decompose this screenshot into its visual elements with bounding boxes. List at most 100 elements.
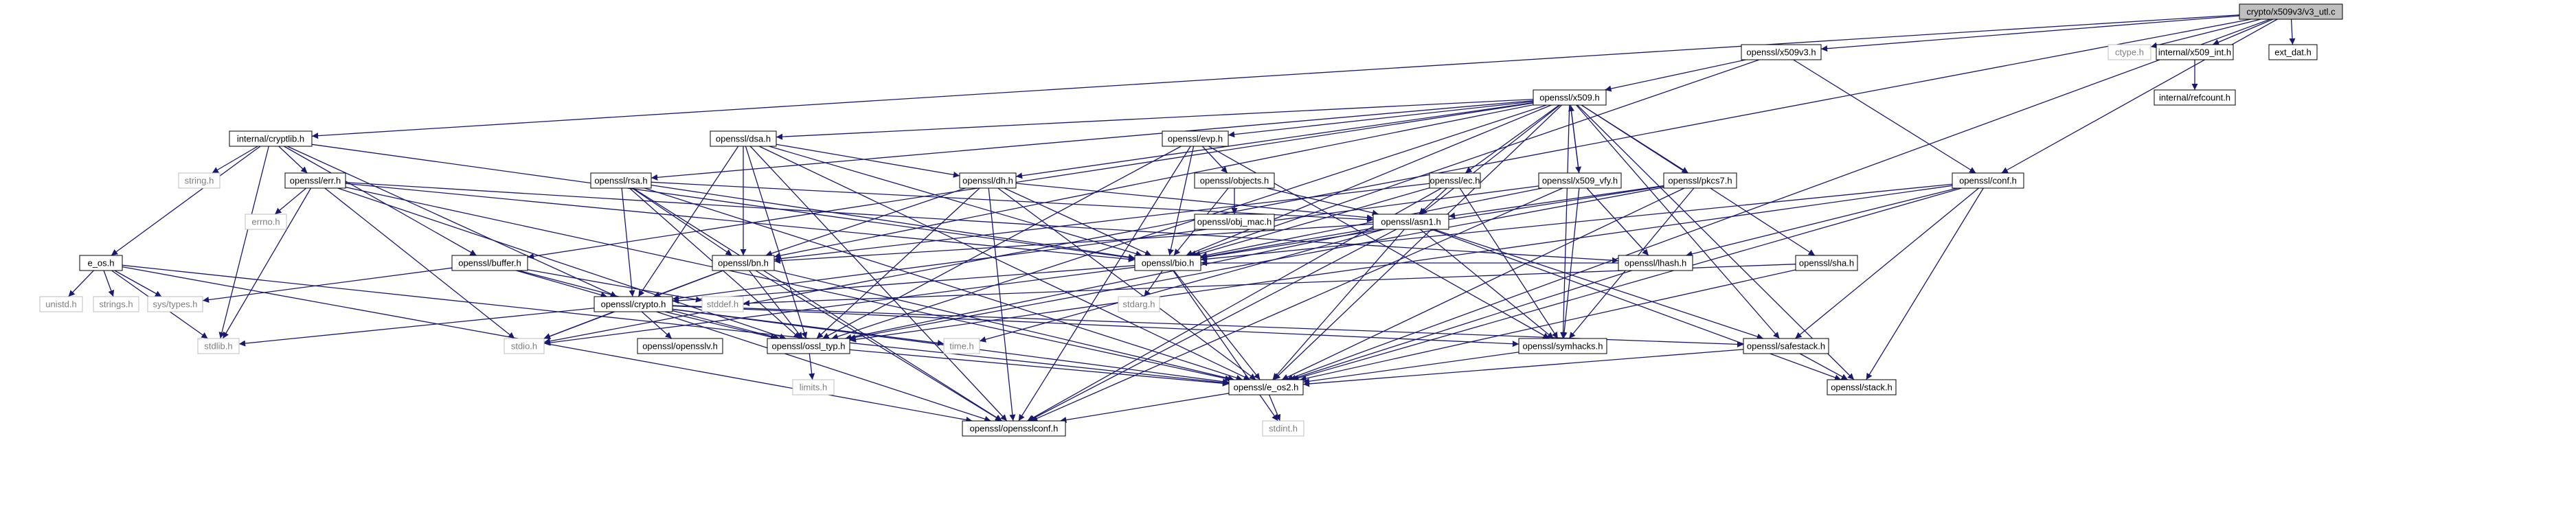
node-x509v3[interactable]: openssl/x509v3.h [1741, 44, 1822, 60]
node-box [1118, 296, 1160, 312]
edge-dsa-to-crypto [637, 146, 739, 297]
node-box [284, 172, 346, 189]
node-label: openssl/lhash.h [1625, 258, 1686, 268]
edge-asn1-to-ossltyp [845, 229, 1375, 341]
node-refcount[interactable]: internal/refcount.h [2154, 89, 2236, 106]
node-root[interactable]: crypto/x509v3/v3_utl.c [2239, 3, 2343, 20]
edge-rsa-to-asn1 [651, 181, 1374, 223]
edge-x509-to-ec [1465, 104, 1560, 174]
node-x509vfy[interactable]: openssl/x509_vfy.h [1538, 172, 1622, 189]
edge-bn-to-eos2 [773, 270, 1234, 382]
edge-conf-to-eos2 [1292, 187, 1962, 381]
edge-eos-to-systypes [114, 270, 162, 297]
edge-conf-to-stack [1866, 187, 1984, 380]
edge-x509vfy-to-x509 [1568, 104, 1580, 174]
node-sha[interactable]: openssl/sha.h [1795, 255, 1858, 271]
node-objects[interactable]: openssl/objects.h [1194, 172, 1275, 189]
node-label: unistd.h [45, 299, 77, 310]
node-label: ext_dat.h [2274, 47, 2312, 58]
node-ossltyp[interactable]: openssl/ossl_typ.h [767, 338, 850, 354]
node-label: openssl/sha.h [1799, 258, 1854, 268]
edge-err-to-stdio [324, 187, 515, 339]
node-box [1518, 338, 1607, 354]
edge-evp-to-objects [1201, 146, 1228, 174]
node-label: openssl/crypto.h [601, 299, 666, 310]
node-x509int[interactable]: internal/x509_int.h [2156, 44, 2234, 60]
edge-x509-to-ossltyp [831, 104, 1547, 340]
edge-symhacks-to-eos2 [1302, 352, 1519, 384]
node-box [1533, 89, 1607, 106]
node-crypto[interactable]: openssl/crypto.h [594, 296, 673, 312]
node-objmac[interactable]: openssl/obj_mac.h [1194, 214, 1275, 230]
node-label: openssl/bio.h [1142, 258, 1195, 268]
node-buffer[interactable]: openssl/buffer.h [451, 255, 528, 271]
node-opensslv[interactable]: openssl/opensslv.h [637, 338, 723, 354]
node-box [2108, 44, 2151, 60]
edge-asn1-to-safestack [1433, 229, 1764, 340]
node-lhash[interactable]: openssl/lhash.h [1618, 255, 1693, 271]
node-dsa[interactable]: openssl/dsa.h [710, 130, 777, 147]
edge-err-to-eos2 [345, 186, 1232, 382]
node-unistd: unistd.h [39, 296, 83, 312]
edge-eos2-to-opensslconf [1060, 393, 1230, 424]
edge-bn-to-opensslconf [755, 270, 1002, 422]
edge-buffer-to-stddef [527, 269, 703, 303]
node-stack[interactable]: openssl/stack.h [1827, 379, 1897, 395]
edge-evp-to-opensslconf [1018, 146, 1191, 422]
node-eos[interactable]: e_os.h [79, 255, 123, 271]
node-label: stdlib.h [204, 341, 232, 352]
edge-lhash-to-eos2 [1289, 270, 1632, 381]
node-safestack[interactable]: openssl/safestack.h [1743, 338, 1829, 354]
edge-ec-to-bn [773, 183, 1430, 262]
node-ec[interactable]: openssl/ec.h [1429, 172, 1481, 189]
node-label: strings.h [99, 299, 133, 310]
node-conf[interactable]: openssl/conf.h [1952, 172, 2024, 189]
node-box [504, 338, 545, 354]
edge-safestack-to-stack [1799, 353, 1849, 380]
node-pkcs7[interactable]: openssl/pkcs7.h [1663, 172, 1737, 189]
node-cryptlib[interactable]: internal/cryptlib.h [229, 130, 313, 147]
dependency-edges [68, 14, 2296, 424]
node-stdio: stdio.h [504, 338, 545, 354]
node-rsa[interactable]: openssl/rsa.h [590, 172, 652, 189]
node-label: openssl/conf.h [1959, 176, 2017, 186]
node-symhacks[interactable]: openssl/symhacks.h [1518, 338, 1607, 354]
edge-dsa-to-eos2 [758, 146, 1251, 380]
node-extdat[interactable]: ext_dat.h [2268, 44, 2318, 60]
node-label: openssl/ossl_typ.h [772, 341, 846, 352]
edge-root-to-conf [2001, 19, 2278, 174]
node-bio[interactable]: openssl/bio.h [1134, 255, 1201, 271]
node-evp[interactable]: openssl/evp.h [1162, 130, 1229, 147]
edge-x509-to-bn [773, 104, 1534, 259]
edge-crypto-to-stdio [543, 311, 614, 339]
edge-crypto-to-symhacks [672, 305, 1519, 347]
node-eos2[interactable]: openssl/e_os2.h [1228, 379, 1304, 395]
node-label: errno.h [251, 217, 280, 227]
node-opensslconf[interactable]: openssl/opensslconf.h [962, 420, 1066, 437]
edge-rsa-to-eos2 [644, 187, 1243, 381]
node-errno: errno.h [245, 214, 287, 230]
edge-dh-to-eos2 [997, 187, 1256, 380]
node-label: openssl/opensslv.h [642, 341, 718, 352]
node-x509[interactable]: openssl/x509.h [1533, 89, 1607, 106]
edge-rsa-to-bio [651, 184, 1136, 260]
node-box [93, 296, 139, 312]
node-dh[interactable]: openssl/dh.h [959, 172, 1017, 189]
edge-err-to-lhash [345, 182, 1619, 264]
edge-x509-to-eos2 [1274, 104, 1562, 380]
edge-x509vfy-to-bio [1200, 187, 1543, 259]
edge-dsa-to-ossltyp [745, 146, 808, 339]
edge-evp-to-bio [1167, 146, 1195, 256]
edge-x509-to-stack [1577, 104, 1855, 380]
edge-root-to-ctype [2150, 19, 2261, 49]
node-limits: limits.h [792, 379, 835, 395]
node-err[interactable]: openssl/err.h [284, 172, 346, 189]
node-box [712, 255, 775, 271]
node-strings: strings.h [93, 296, 139, 312]
node-box [1262, 420, 1304, 437]
edge-cryptlib-to-err [278, 146, 308, 174]
edge-err-to-ossltyp [337, 187, 787, 340]
node-bn[interactable]: openssl/bn.h [712, 255, 775, 271]
node-asn1[interactable]: openssl/asn1.h [1372, 214, 1449, 230]
edge-evp-to-ossltyp [822, 146, 1182, 339]
